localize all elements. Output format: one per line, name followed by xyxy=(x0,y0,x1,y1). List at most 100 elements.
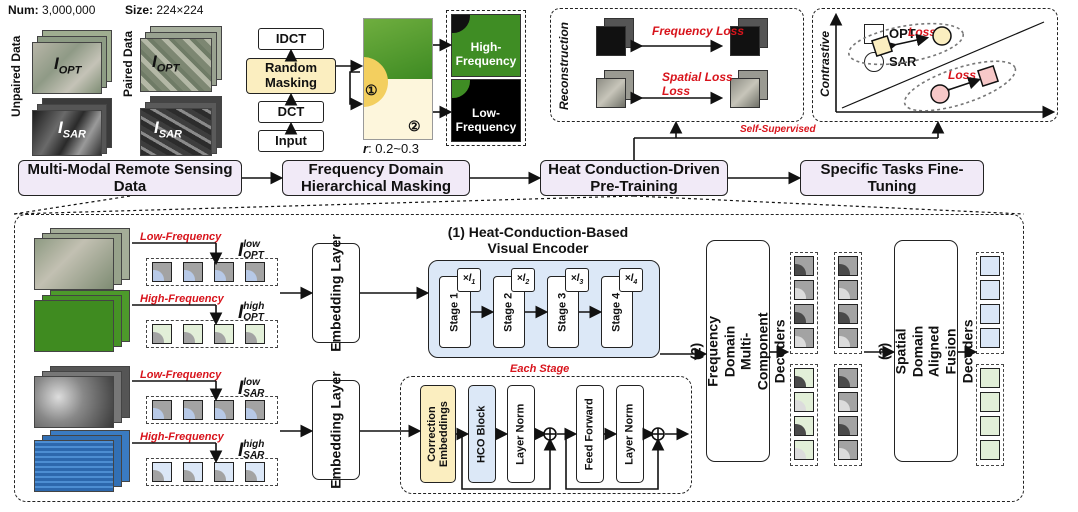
circle-2-label: ② xyxy=(408,118,421,134)
opt-sample xyxy=(976,64,1000,88)
positive-pair-cluster xyxy=(847,22,965,66)
spatial-domain-decoders: (3) Spatial Domain Aligned Fusion Decode… xyxy=(876,240,976,462)
sar-sample xyxy=(932,26,952,46)
frequency-loss-label: Frequency Loss xyxy=(652,24,745,38)
feed-forward-block: Feed Forward xyxy=(576,385,604,483)
decoder-output-tile xyxy=(794,280,814,300)
i-sar-label: ISAR xyxy=(154,118,182,141)
zoom-line xyxy=(13,195,635,215)
decoder-output-tile xyxy=(980,256,1000,276)
decoder-output-tile xyxy=(838,416,858,436)
decoder-output-tile xyxy=(838,304,858,324)
spectrum-thumb xyxy=(730,26,760,56)
patch-tile xyxy=(183,400,203,420)
decoder-output-tile xyxy=(980,304,1000,324)
stage-repeat-badge: ×l2 xyxy=(511,268,535,292)
step-multimodal-data: Multi-Modal Remote Sensing Data xyxy=(18,160,242,196)
patch-tile xyxy=(214,400,234,420)
step-heat-conduction-pretraining: Heat Conduction-Driven Pre-Training xyxy=(540,160,728,196)
ratio-label: r: 0.2~0.3 xyxy=(363,141,420,156)
frequency-domain-decoders: (2) Frequency Domain Multi-Component Dec… xyxy=(688,240,788,462)
input-block: Input xyxy=(258,130,324,152)
decoder-output-tile xyxy=(980,328,1000,348)
decoder-output-tile xyxy=(980,368,1000,388)
patch-tile xyxy=(245,400,265,420)
high-frequency-label: High-Frequency xyxy=(140,293,224,305)
decoder-output-tile xyxy=(980,440,1000,460)
patch-tile xyxy=(183,324,203,344)
decoder-output-tile xyxy=(838,280,858,300)
decoder-output-group xyxy=(976,364,1004,466)
diagonal-line xyxy=(841,21,1045,109)
spatial-loss-label: Spatial Loss xyxy=(662,70,733,84)
optical-image xyxy=(140,38,212,92)
opt-sample xyxy=(870,34,894,58)
dct-block: DCT xyxy=(258,101,324,123)
sar-image xyxy=(140,108,212,156)
patch-tile xyxy=(214,262,234,282)
decoder-output-group xyxy=(834,364,862,466)
decoder-output-tile xyxy=(794,416,814,436)
sar-image xyxy=(32,110,102,156)
stage-repeat-badge: ×l3 xyxy=(565,268,589,292)
decoder-output-group xyxy=(790,252,818,354)
patch-tile xyxy=(152,400,172,420)
image-thumb xyxy=(596,78,626,108)
frequency-output-frame xyxy=(446,10,526,146)
decoder-output-tile xyxy=(794,440,814,460)
decoder-output-tile xyxy=(794,392,814,412)
i-sar-label: ISAR xyxy=(58,118,86,141)
decoder-output-tile xyxy=(794,328,814,348)
num-caption: Num: 3,000,000 xyxy=(8,3,96,17)
patch-tile xyxy=(245,462,265,482)
decoder-output-group xyxy=(790,364,818,466)
patch-tile xyxy=(183,262,203,282)
i-opt-label: IOPT xyxy=(54,54,82,77)
stage-repeat-badge: ×l4 xyxy=(619,268,643,292)
size-caption: Size: 224×224 xyxy=(125,3,204,17)
patch-tile xyxy=(245,324,265,344)
decoder-output-tile xyxy=(838,368,858,388)
loss-arrow xyxy=(936,76,982,100)
residual-arrow xyxy=(565,434,665,490)
decoder-output-tile xyxy=(838,256,858,276)
decoder-output-tile xyxy=(980,392,1000,412)
patch-tile xyxy=(214,324,234,344)
high-frequency-label: High-Frequency xyxy=(455,40,517,69)
decoder-output-group xyxy=(834,252,862,354)
i-opt-label: IOPT xyxy=(152,52,180,75)
patch-tile xyxy=(152,462,172,482)
each-stage-label: Each Stage xyxy=(510,363,570,375)
low-frequency-label: Low-Frequency xyxy=(140,231,222,243)
image-thumb xyxy=(730,78,760,108)
optical-image xyxy=(32,42,102,94)
frequency-spectrum xyxy=(363,18,433,140)
step-hierarchical-masking: Frequency Domain Hierarchical Masking xyxy=(282,160,470,196)
decoder-output-group xyxy=(976,252,1004,354)
pretraining-detail-panel xyxy=(14,214,1024,502)
decoder-output-tile xyxy=(794,368,814,388)
sar-circle-icon xyxy=(864,52,884,72)
patch-tile xyxy=(152,324,172,344)
decoder-output-tile xyxy=(838,328,858,348)
low-frequency-label: Low-Frequency xyxy=(140,369,222,381)
low-frequency-image xyxy=(451,79,521,142)
embedding-layer-sar: Embedding Layer xyxy=(312,371,360,489)
decoder-output-tile xyxy=(794,256,814,276)
residual-arrow xyxy=(461,434,557,490)
flow-arrow xyxy=(349,71,364,111)
spectrum-thumb xyxy=(596,26,626,56)
zoom-line xyxy=(633,195,1025,215)
sar-legend-label: SAR xyxy=(889,54,917,69)
patch-tile xyxy=(152,262,172,282)
low-frequency-label: Low-Frequency xyxy=(455,106,517,135)
decoder-output-tile xyxy=(794,304,814,324)
step-fine-tuning: Specific Tasks Fine-Tuning xyxy=(800,160,984,196)
patch-tile xyxy=(183,462,203,482)
decoder-output-tile xyxy=(838,440,858,460)
circle-1-label: ① xyxy=(365,82,378,98)
